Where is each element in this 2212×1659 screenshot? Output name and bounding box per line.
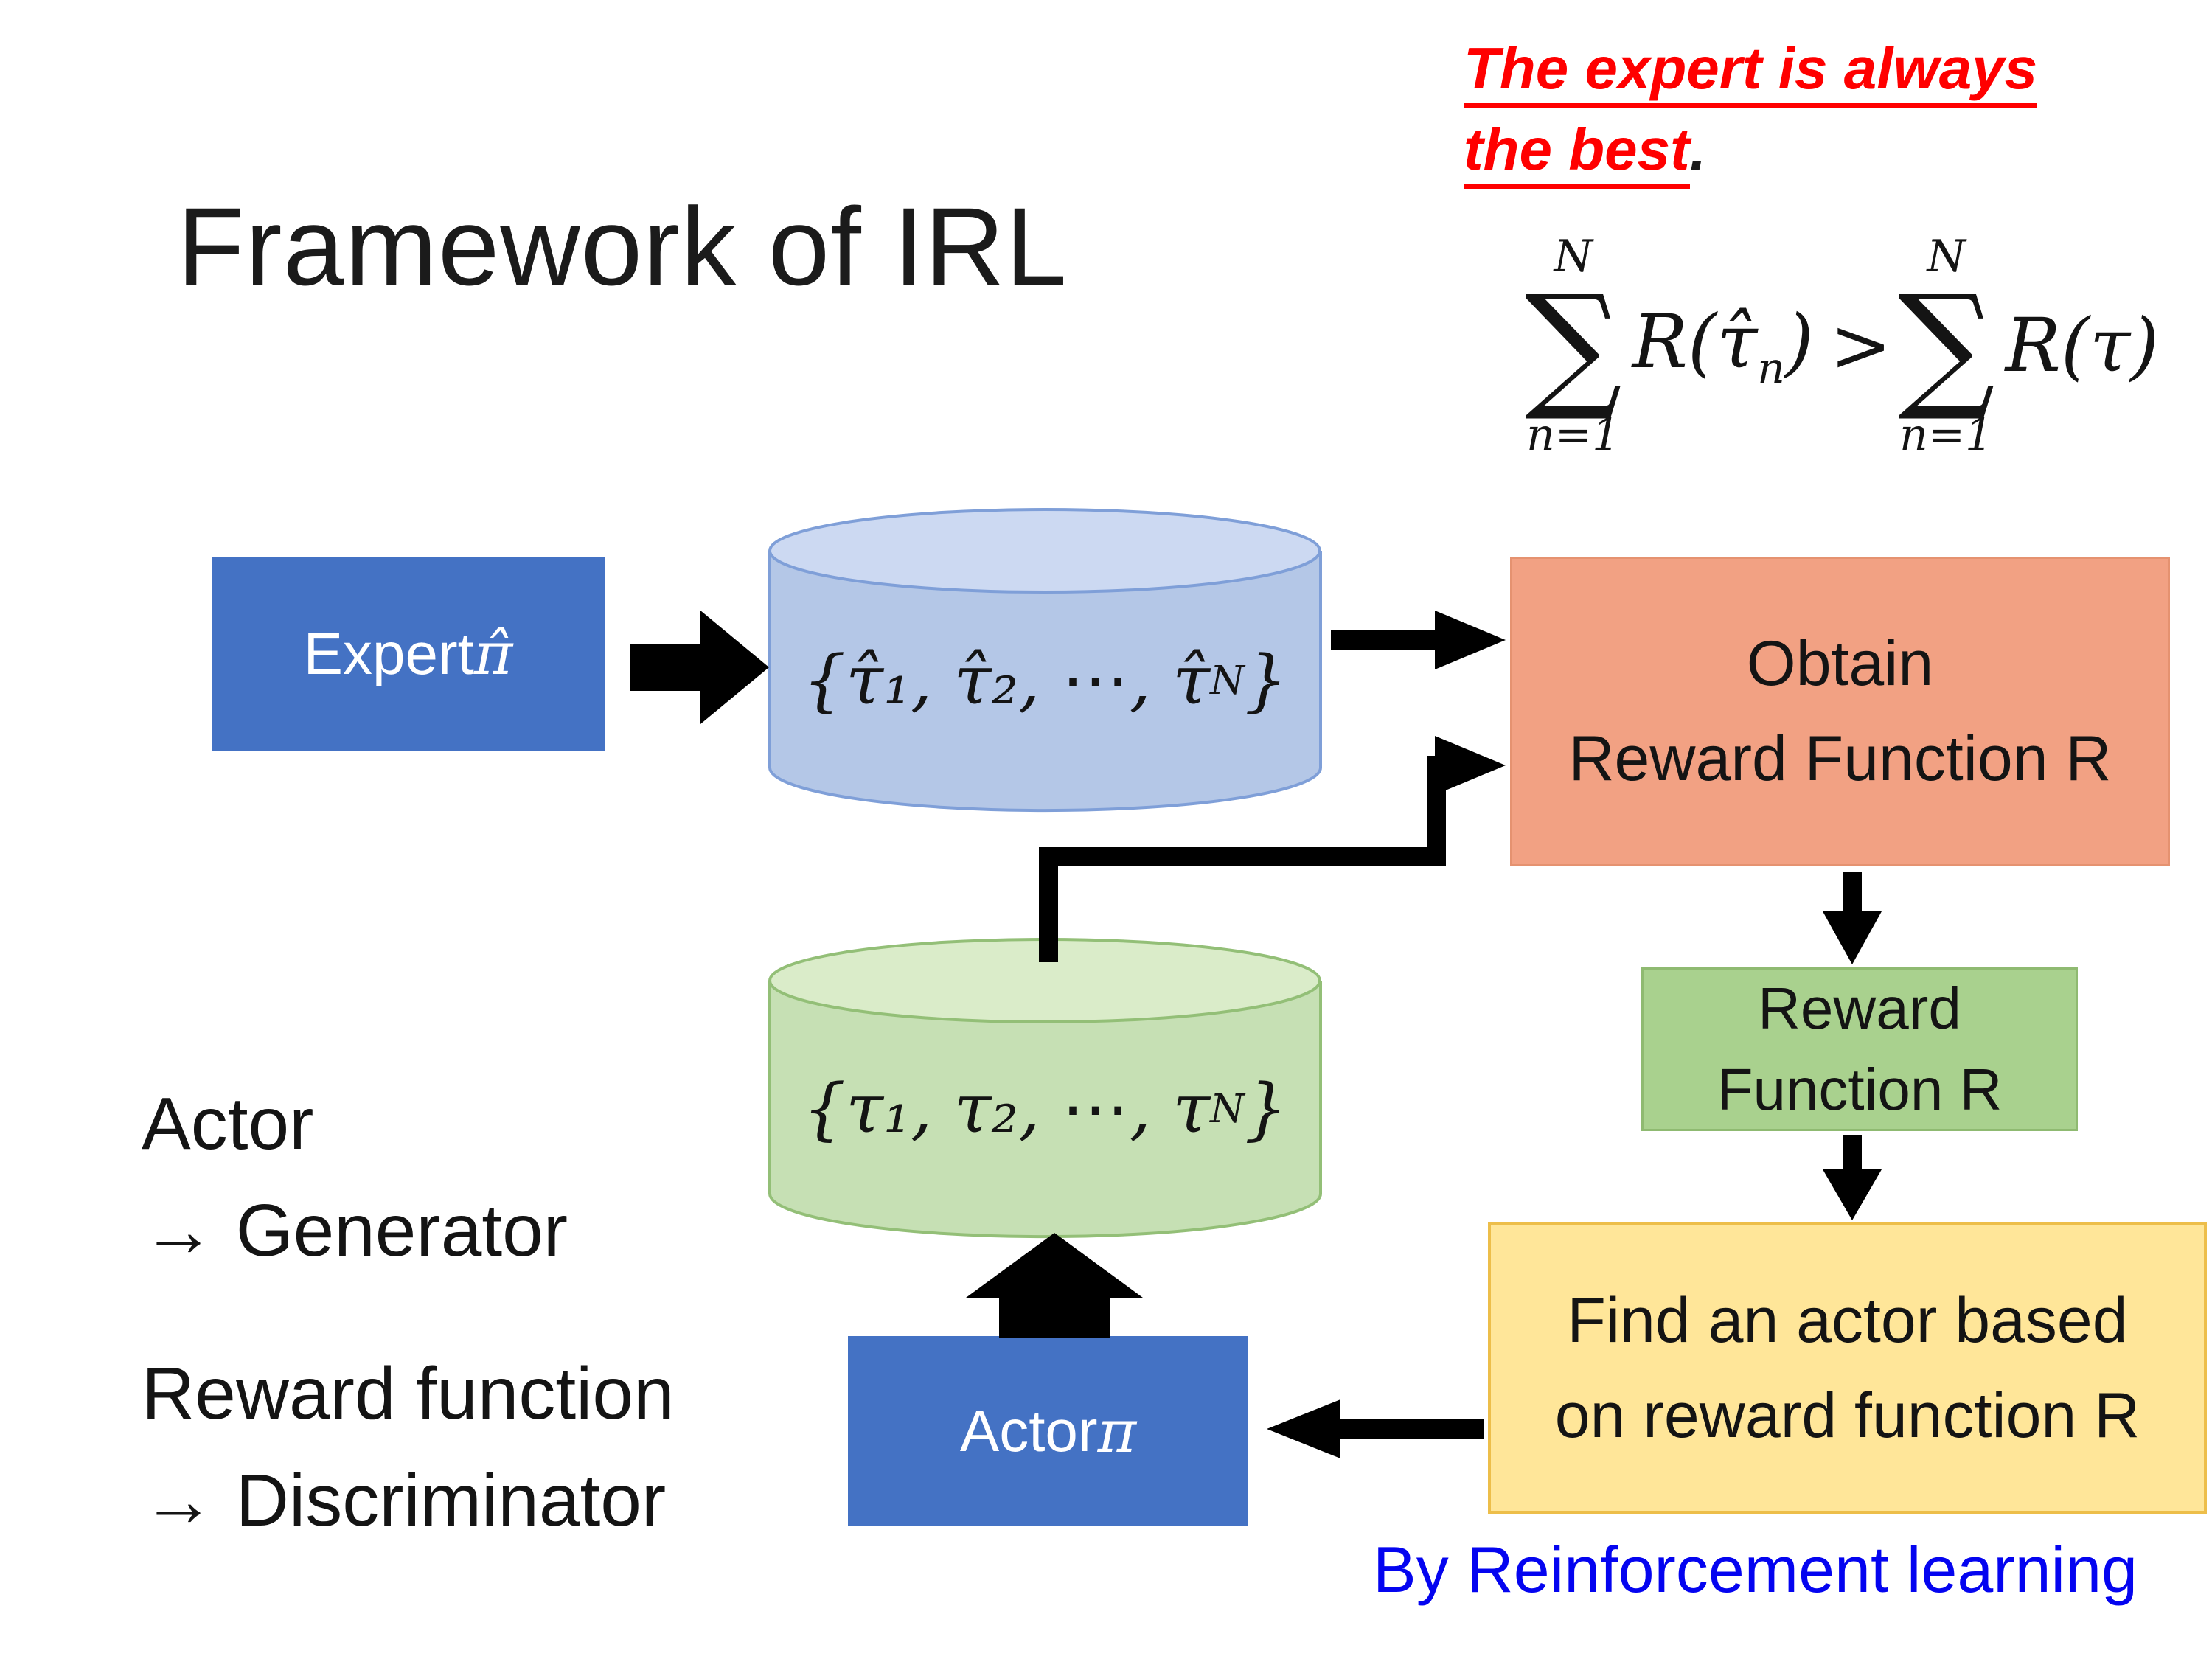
actor-pi-symbol: π bbox=[1097, 1397, 1137, 1466]
lhs-close-paren: ) bbox=[1784, 298, 1814, 385]
sigma-icon: ∑ bbox=[1897, 265, 1995, 425]
cylinder-top bbox=[768, 508, 1321, 594]
sum-lower-limit: n=1 bbox=[1526, 408, 1621, 461]
expert-policy-box: Expert π̂ bbox=[212, 557, 605, 751]
reward-note-line2: → Discriminator bbox=[142, 1459, 667, 1542]
find-box-line1: Find an actor based bbox=[1567, 1284, 2128, 1356]
reward-box-line2: Function R bbox=[1717, 1057, 2003, 1122]
expert-note-line1: The expert is always bbox=[1464, 35, 2038, 108]
sum-lower-limit: n=1 bbox=[1899, 408, 1994, 461]
actor-box-label: Actor bbox=[959, 1398, 1098, 1464]
arrow-expert-to-trajectories bbox=[630, 611, 769, 724]
expert-best-formula: N ∑ n=1 R(τ̂n) > N ∑ n=1 R(τ) bbox=[1478, 232, 2212, 459]
arrow-find-to-actor bbox=[1267, 1399, 1484, 1458]
expert-note-period: . bbox=[1689, 116, 1706, 183]
expert-pi-symbol: π̂ bbox=[473, 619, 513, 688]
sum-upper-limit: N bbox=[1554, 231, 1593, 282]
expert-note-line2: the best bbox=[1464, 116, 1690, 190]
actor-note-line2: → Generator bbox=[142, 1189, 568, 1272]
reward-function-box: Reward Function R bbox=[1641, 967, 2078, 1131]
expert-trajectories-close: } bbox=[1244, 641, 1288, 720]
arrow-trajectories-to-obtain bbox=[1331, 611, 1506, 669]
lhs-subscript: n bbox=[1757, 342, 1785, 393]
actor-note-line1: Actor bbox=[142, 1082, 314, 1165]
greater-than-sign: > bbox=[1829, 302, 1892, 389]
formula-lhs-expression: R(τ̂n) bbox=[1622, 299, 1824, 393]
expert-trajectories-label: {τ̂₁, τ̂₂, ⋯, τ̂N} bbox=[767, 505, 1324, 815]
page-title: Framework of IRL bbox=[177, 184, 1068, 308]
arrow-obtain-to-reward bbox=[1823, 872, 1882, 964]
sum-upper-limit: N bbox=[1927, 231, 1966, 282]
actor-generator-note: Actor → Generator bbox=[142, 1071, 568, 1284]
reward-discriminator-note: Reward function → Discriminator bbox=[142, 1340, 675, 1554]
actor-policy-box: Actor π bbox=[848, 1336, 1248, 1526]
obtain-reward-function-box: Obtain Reward Function R bbox=[1510, 557, 2170, 866]
actor-trajectories-close: } bbox=[1244, 1068, 1288, 1148]
sigma-icon: ∑ bbox=[1524, 265, 1622, 425]
actor-trajectories-text: {τ₁, τ₂, ⋯, τ bbox=[802, 1068, 1211, 1148]
obtain-box-line1: Obtain bbox=[1746, 628, 1934, 699]
expert-box-label: Expert bbox=[303, 620, 474, 686]
reward-note-line1: Reward function bbox=[142, 1352, 675, 1435]
summation-lhs: N ∑ n=1 bbox=[1525, 232, 1622, 459]
summation-rhs: N ∑ n=1 bbox=[1898, 232, 1995, 459]
lhs-reward-term: R(τ̂ bbox=[1632, 298, 1758, 385]
expert-trajectories-text: {τ̂₁, τ̂₂, ⋯, τ̂ bbox=[802, 641, 1211, 720]
actor-trajectories-sub: N bbox=[1210, 1085, 1245, 1132]
obtain-box-line2: Reward Function R bbox=[1568, 723, 2112, 794]
find-box-line2: on reward function R bbox=[1554, 1380, 2140, 1451]
expert-trajectories-sub: N bbox=[1210, 657, 1245, 703]
formula-rhs-expression: R(τ) bbox=[2005, 302, 2160, 389]
expert-trajectories-cylinder bbox=[768, 508, 1322, 813]
arrow-reward-to-find bbox=[1823, 1135, 1882, 1220]
reinforcement-learning-note: By Reinforcement learning bbox=[1373, 1533, 2138, 1606]
expert-note: The expert is always the best. bbox=[1464, 28, 2038, 191]
reward-box-line1: Reward bbox=[1758, 975, 1961, 1041]
find-actor-box: Find an actor based on reward function R bbox=[1488, 1222, 2207, 1514]
arrow-actor-to-trajectories bbox=[966, 1233, 1143, 1338]
